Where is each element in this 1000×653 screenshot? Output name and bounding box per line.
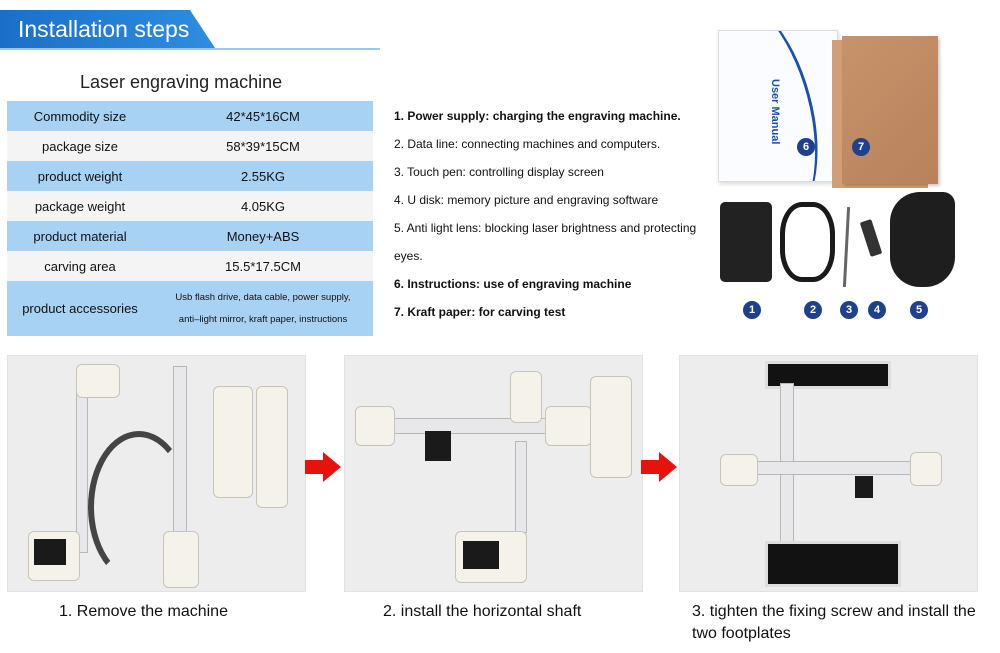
touch-pen-image	[842, 206, 851, 288]
cable-hose	[88, 431, 190, 583]
step-1-caption: 1. Remove the machine	[59, 603, 228, 620]
section-header: Installation steps	[0, 0, 1000, 62]
spec-key: package weight	[7, 191, 153, 221]
badge-3: 3	[840, 301, 858, 319]
accessory-list: 1. Power supply: charging the engraving …	[394, 102, 724, 326]
spec-value: 2.55KG	[153, 161, 373, 191]
badge-6: 6	[797, 138, 815, 156]
page-title: Installation steps	[18, 16, 190, 42]
list-item: 3. Touch pen: controlling display screen	[394, 165, 604, 179]
horizontal-rail	[735, 461, 937, 475]
step-2-photo	[344, 355, 643, 592]
list-item: 2. Data line: connecting machines and co…	[394, 137, 661, 151]
accessories-photo: User Manual 6 7 1 2 3 4 5	[710, 22, 980, 322]
rail-end-left	[720, 454, 758, 486]
badge-4: 4	[868, 301, 886, 319]
header-banner	[0, 10, 215, 48]
spec-value: 42*45*16CM	[153, 101, 373, 131]
spec-value: 4.05KG	[153, 191, 373, 221]
top-footplate	[765, 361, 891, 389]
spec-table: Commodity size 42*45*16CM package size 5…	[7, 101, 373, 336]
power-adapter-image	[720, 202, 772, 282]
spec-row: Commodity size 42*45*16CM	[7, 101, 373, 131]
motor-block	[76, 364, 120, 398]
list-item: eyes.	[394, 249, 423, 263]
accessories-line-1: Usb flash drive, data cable, power suppl…	[175, 291, 351, 303]
spec-row: carving area 15.5*17.5CM	[7, 251, 373, 281]
controller-screen	[34, 539, 66, 565]
goggles-image	[890, 192, 955, 287]
usb-drive-image	[859, 219, 883, 257]
bottom-footplate	[765, 541, 901, 587]
bracket-part	[213, 386, 253, 498]
arrow-head	[659, 452, 677, 482]
user-manual-image: User Manual	[718, 30, 838, 182]
spec-key: Commodity size	[7, 101, 153, 131]
badge-1: 1	[743, 301, 761, 319]
list-item: 1. Power supply: charging the engraving …	[394, 109, 681, 123]
step-3-caption: 3. tighten the fixing screw and install …	[692, 603, 976, 642]
spec-key: package size	[7, 131, 153, 161]
step-3-photo	[679, 355, 978, 592]
list-item: 7. Kraft paper: for carving test	[394, 305, 566, 319]
badge-2: 2	[804, 301, 822, 319]
bracket-part	[590, 376, 632, 478]
spec-key: product weight	[7, 161, 153, 191]
step-1-photo	[7, 355, 306, 592]
spec-row: package weight 4.05KG	[7, 191, 373, 221]
spec-value-accessories: Usb flash drive, data cable, power suppl…	[153, 281, 373, 336]
spec-row: product weight 2.55KG	[7, 161, 373, 191]
manual-cover-text: User Manual	[769, 79, 781, 145]
spec-value: 58*39*15CM	[153, 131, 373, 161]
arrow-head	[323, 452, 341, 482]
spec-row: package size 58*39*15CM	[7, 131, 373, 161]
controller-screen	[463, 541, 499, 569]
spec-key: product accessories	[7, 281, 153, 336]
footplate-frame	[256, 386, 288, 508]
spec-table-title: Laser engraving machine	[80, 72, 283, 92]
spec-value: 15.5*17.5CM	[153, 251, 373, 281]
rail-end-right	[545, 406, 592, 446]
list-item: 4. U disk: memory picture and engraving …	[394, 193, 659, 207]
accessories-line-2: anti–light mirror, kraft paper, instruct…	[178, 313, 348, 325]
spec-row-accessories: product accessories Usb flash drive, dat…	[7, 281, 373, 336]
kraft-paper-image	[842, 36, 938, 184]
step-2-caption: 2. install the horizontal shaft	[383, 603, 582, 620]
laser-module	[855, 476, 873, 498]
arrow-body	[641, 460, 659, 474]
rail-end-right	[910, 452, 942, 486]
badge-5: 5	[910, 301, 928, 319]
top-block	[510, 371, 542, 423]
spec-key: product material	[7, 221, 153, 251]
rail-end-left	[355, 406, 395, 446]
list-item: 6. Instructions: use of engraving machin…	[394, 277, 632, 291]
header-underline	[0, 48, 380, 50]
list-item: 5. Anti light lens: blocking laser brigh…	[394, 221, 697, 235]
spec-row: product material Money+ABS	[7, 221, 373, 251]
data-cable-image	[780, 202, 835, 282]
rail-left	[76, 386, 88, 553]
badge-7: 7	[852, 138, 870, 156]
spec-value: Money+ABS	[153, 221, 373, 251]
arrow-body	[305, 460, 323, 474]
spec-key: carving area	[7, 251, 153, 281]
laser-module	[425, 431, 451, 461]
vertical-rail	[515, 441, 527, 533]
